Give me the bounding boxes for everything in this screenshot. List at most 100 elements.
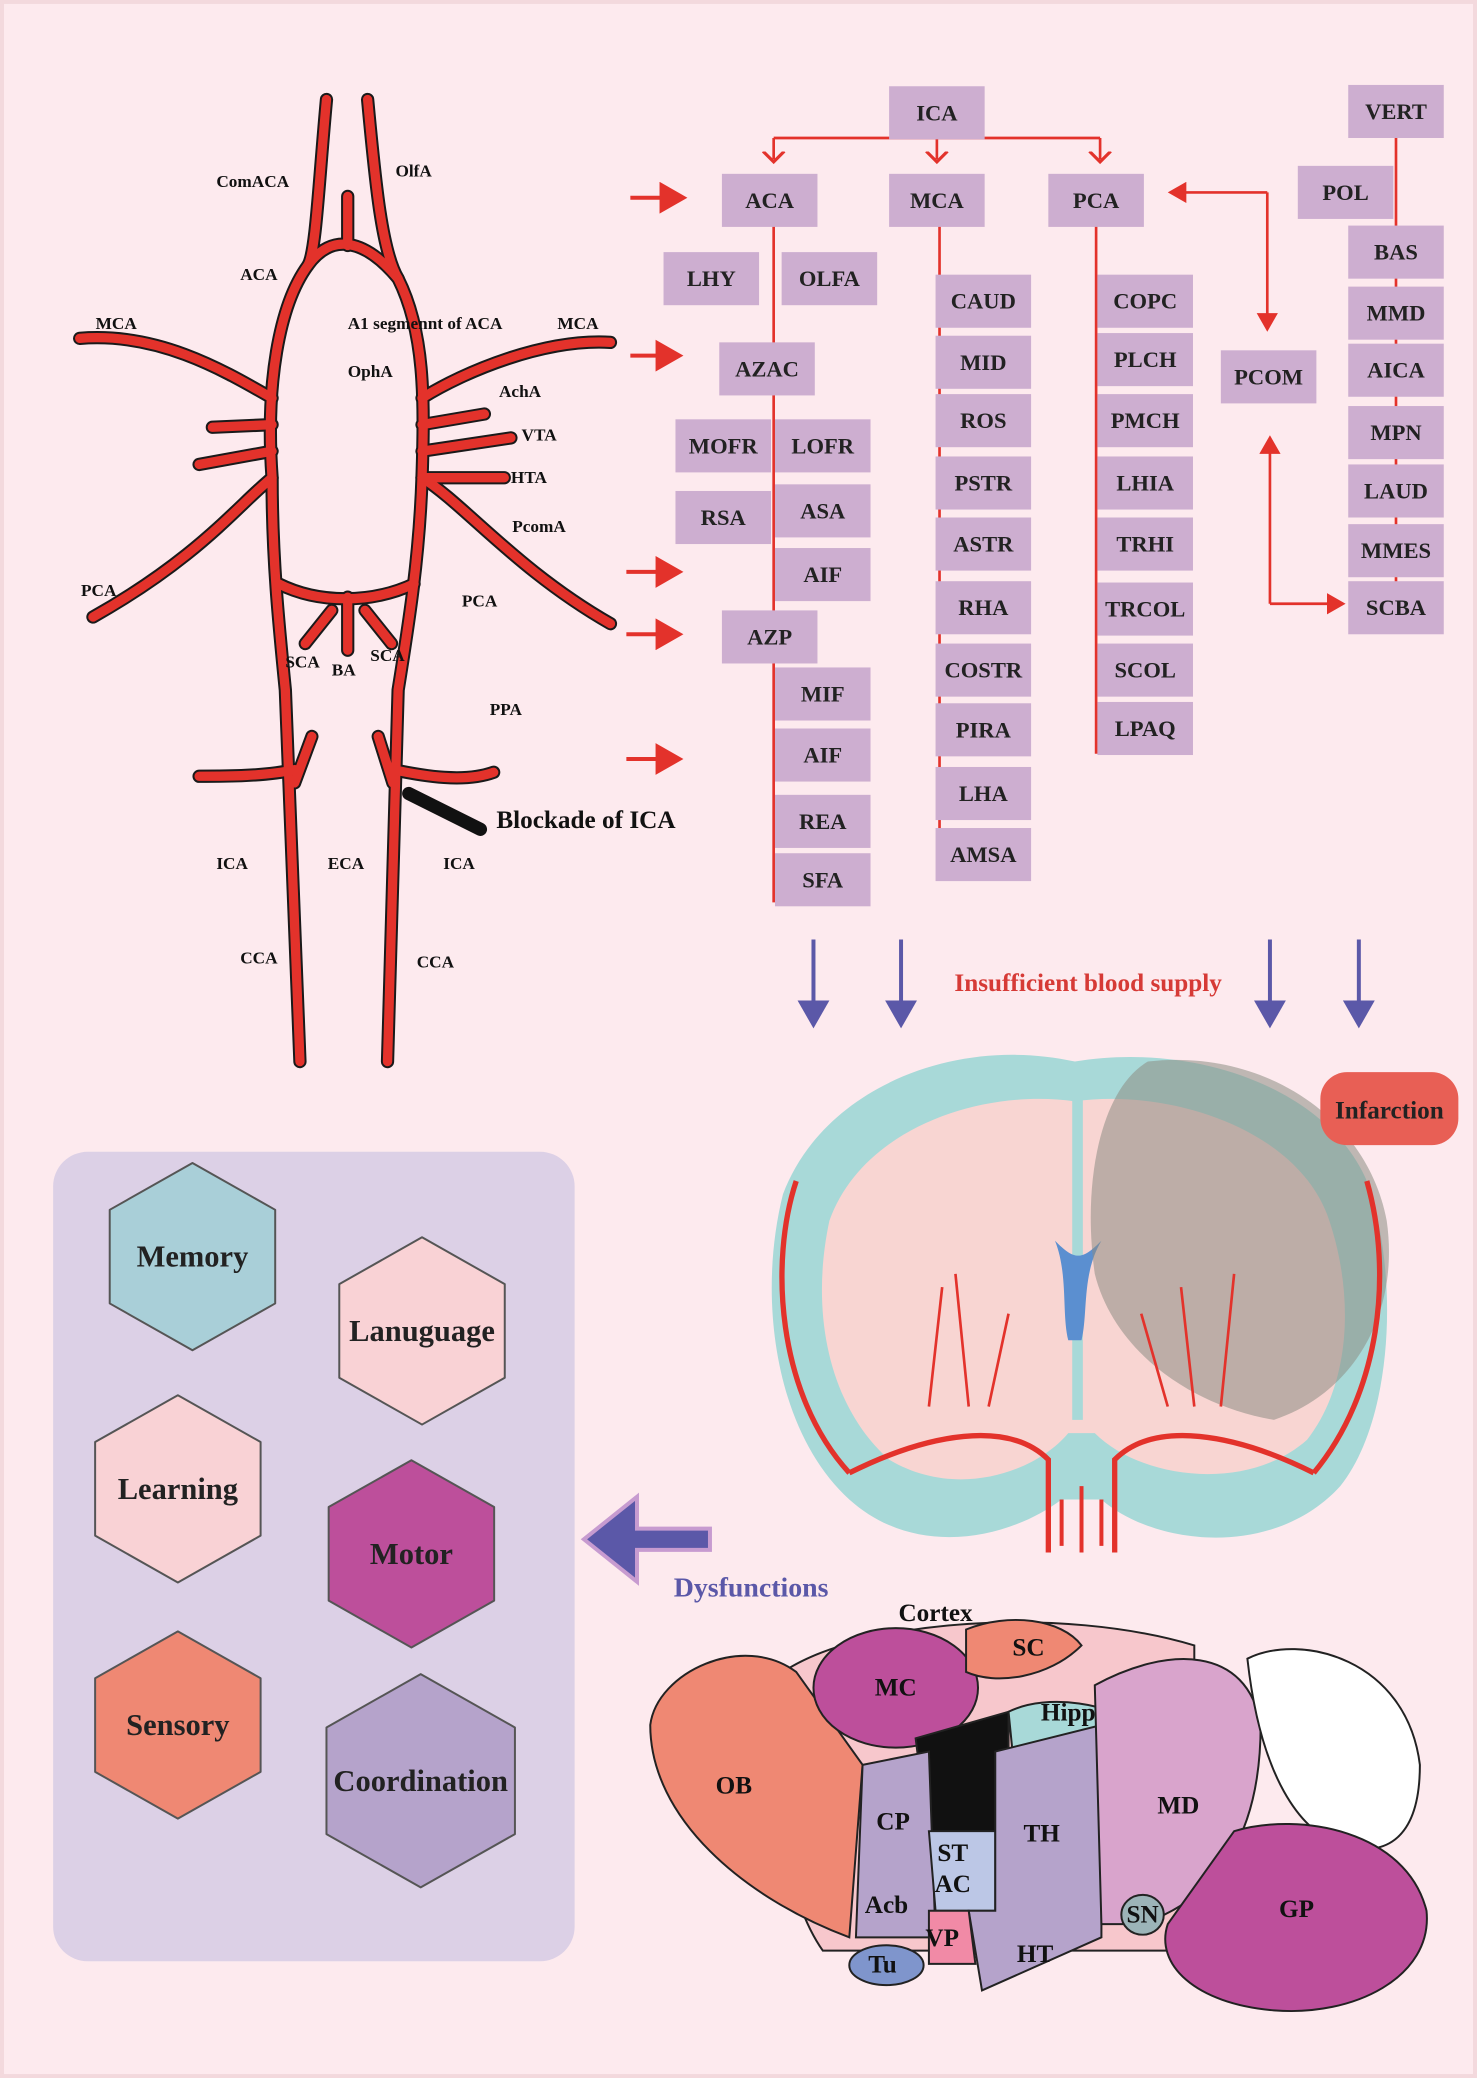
box-bg: [935, 274, 1032, 328]
hexagon-shape: [108, 1161, 277, 1352]
tree-box-scba: SCBA: [1348, 581, 1444, 635]
box-bg: [1348, 524, 1444, 578]
box-label: MCA: [910, 188, 965, 213]
box-label: REA: [799, 809, 847, 834]
region-label-md: MD: [1157, 1792, 1199, 1819]
tree-box-mid: MID: [935, 335, 1032, 389]
label-blockade: Blockade of ICA: [496, 807, 676, 834]
box-bg: [721, 173, 818, 227]
label-pca-left: PCA: [81, 581, 117, 600]
tree-box-azac: AZAC: [719, 342, 815, 396]
box-bg: [1220, 350, 1317, 404]
region-label-cortex: Cortex: [898, 1600, 973, 1627]
box-label: BAS: [1374, 240, 1418, 265]
tree-box-pcom: PCOM: [1220, 350, 1317, 404]
infarction-badge: [1320, 1072, 1459, 1146]
box-label: PCA: [1073, 188, 1120, 213]
dysfunction-arrow: [580, 1492, 712, 1586]
box-label: MID: [960, 350, 1006, 375]
tree-box-pol: POL: [1297, 165, 1394, 219]
tree-box-olfa: OLFA: [781, 252, 878, 306]
tree-box-lofr: LOFR: [774, 419, 871, 473]
function-lanuguage: Lanuguage: [338, 1236, 506, 1426]
tree-box-mmes: MMES: [1348, 524, 1444, 578]
box-bg: [935, 581, 1032, 635]
tree-box-lpaq: LPAQ: [1097, 701, 1193, 756]
infarction-label: Infarction: [1335, 1098, 1444, 1125]
box-label: PCOM: [1234, 364, 1303, 389]
box-bg: [774, 728, 871, 782]
tree-box-aca: ACA: [721, 173, 818, 227]
down-arrows: [797, 939, 1375, 1029]
box-label: MMD: [1367, 301, 1426, 326]
label-acha: AchA: [499, 382, 542, 401]
tree-box-pmch: PMCH: [1097, 394, 1193, 448]
tree-box-mofr: MOFR: [675, 419, 772, 473]
box-bg: [1348, 581, 1444, 635]
box-bg: [774, 419, 871, 473]
box-bg: [774, 667, 871, 721]
hexagon-shape: [94, 1394, 262, 1584]
box-bg: [1348, 225, 1444, 279]
insufficient-blood-supply-label: Insufficient blood supply: [954, 970, 1222, 997]
box-label: LOFR: [791, 433, 854, 458]
tree-box-bas: BAS: [1348, 225, 1444, 279]
box-bg: [774, 484, 871, 538]
box-bg: [935, 335, 1032, 389]
function-memory: Memory: [108, 1161, 277, 1352]
function-motor: Motor: [327, 1459, 496, 1649]
label-ica-left: ICA: [216, 854, 248, 873]
tree-box-rea: REA: [774, 794, 871, 848]
region-label-acb: Acb: [865, 1892, 908, 1919]
region-label-ac: AC: [935, 1871, 971, 1898]
label-vta: VTA: [522, 426, 558, 445]
box-bg: [1348, 464, 1444, 518]
box-label: AIF: [803, 562, 842, 587]
box-label: RSA: [701, 505, 747, 530]
box-label: MIF: [801, 681, 845, 706]
box-label: MPN: [1370, 420, 1421, 445]
function-label: Motor: [370, 1537, 453, 1571]
tree-box-vert: VERT: [1348, 84, 1444, 139]
label-pcoma: PcomA: [512, 517, 566, 536]
tree-box-pstr: PSTR: [935, 456, 1032, 510]
box-label: MMES: [1361, 538, 1431, 563]
tree-box-lhia: LHIA: [1097, 456, 1193, 510]
label-olfa: OlfA: [395, 161, 432, 180]
label-opha: OphA: [348, 362, 394, 381]
box-label: SCBA: [1366, 595, 1427, 620]
box-label: PIRA: [956, 717, 1012, 742]
tree-box-ros: ROS: [935, 394, 1032, 448]
function-label: Sensory: [126, 1708, 229, 1742]
box-bg: [1097, 333, 1193, 387]
tree-box-lhy: LHY: [663, 252, 760, 306]
box-bg: [1297, 165, 1394, 219]
tree-box-plch: PLCH: [1097, 333, 1193, 387]
tree-box-mca: MCA: [889, 173, 985, 227]
box-bg: [1097, 274, 1193, 328]
function-coordination: Coordination: [325, 1673, 516, 1889]
label-ba: BA: [332, 660, 357, 679]
box-label: OLFA: [799, 266, 861, 291]
region-label-ob: OB: [716, 1773, 753, 1800]
box-label: MOFR: [689, 433, 759, 458]
box-bg: [1348, 406, 1444, 460]
tree-box-amsa: AMSA: [935, 828, 1032, 882]
box-label: CAUD: [951, 289, 1016, 314]
box-label: ACA: [745, 188, 795, 213]
tree-box-rha: RHA: [935, 581, 1032, 635]
box-label: ASA: [800, 498, 846, 523]
region-label-th: TH: [1023, 1820, 1060, 1847]
tree-box-rsa: RSA: [675, 490, 772, 545]
box-label: VERT: [1365, 99, 1427, 124]
box-label: TRCOL: [1105, 597, 1185, 622]
input-arrows: [626, 181, 688, 775]
hexagon-shape: [325, 1673, 516, 1889]
box-label: AZP: [747, 624, 792, 649]
region-label-tu: Tu: [868, 1952, 897, 1979]
tree-box-mpn: MPN: [1348, 406, 1444, 460]
region-label-gp: GP: [1279, 1896, 1314, 1923]
box-bg: [675, 490, 772, 545]
box-bg: [935, 828, 1032, 882]
box-bg: [1097, 701, 1193, 756]
